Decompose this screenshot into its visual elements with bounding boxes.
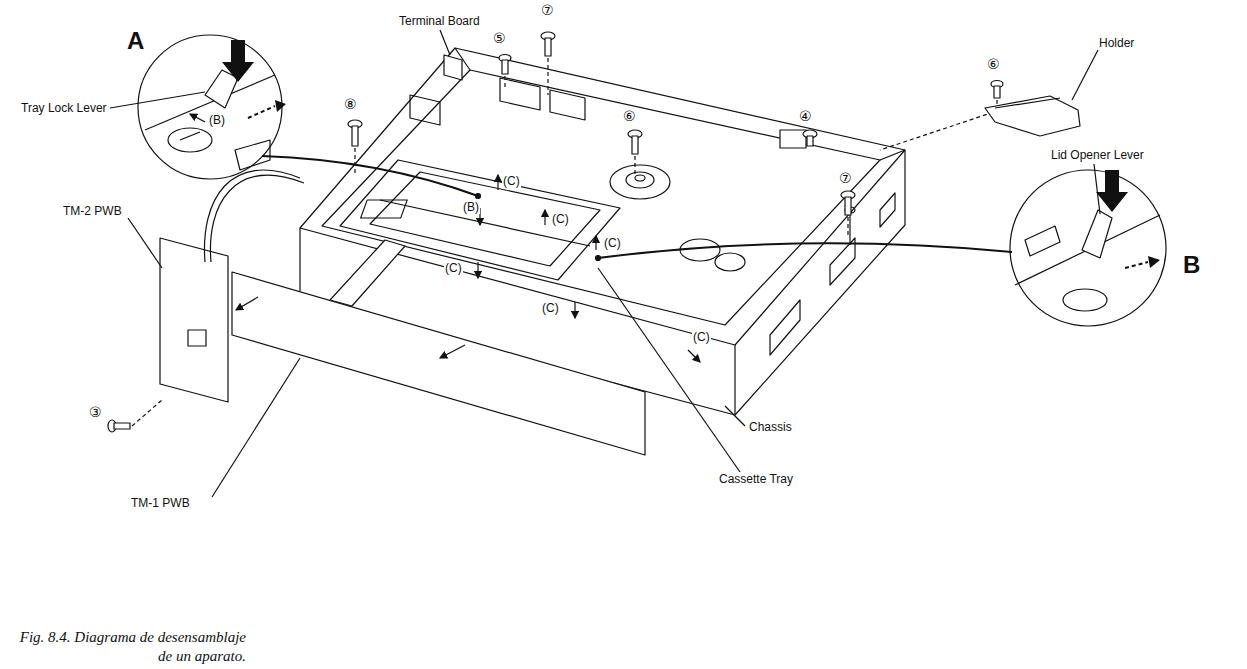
callout-number: ⑥ [986,56,1001,72]
part-label: Chassis [748,420,793,434]
direction-mark: (C) [551,212,570,226]
callout-number: ⑤ [492,30,507,46]
view-letter: A [126,28,145,54]
part-label: TM-1 PWB [130,496,191,510]
part-label: TM-2 PWB [62,204,123,218]
callout-number: ⑦ [838,170,853,186]
direction-mark: (B) [208,113,226,127]
callout-number: ⑥ [622,108,637,124]
direction-mark: (C) [541,301,560,315]
direction-mark: (C) [444,261,463,275]
direction-mark: (C) [692,330,711,344]
callout-number: ⑦ [540,2,555,18]
figure-caption: Fig. 8.4. Diagrama de desensamblaje de u… [6,628,246,666]
direction-mark: (C) [603,236,622,250]
part-label: Terminal Board [398,14,481,28]
part-label: Cassette Tray [718,472,794,486]
part-label: Tray Lock Lever [20,101,108,115]
callout-number: ⑧ [343,96,358,112]
part-label: Lid Opener Lever [1050,148,1145,162]
callout-number: ③ [88,404,103,420]
callout-number: ④ [798,108,813,124]
view-letter: B [1182,252,1201,278]
part-label: Holder [1098,36,1135,50]
direction-mark: (C) [502,174,521,188]
direction-mark: (B) [462,200,480,214]
